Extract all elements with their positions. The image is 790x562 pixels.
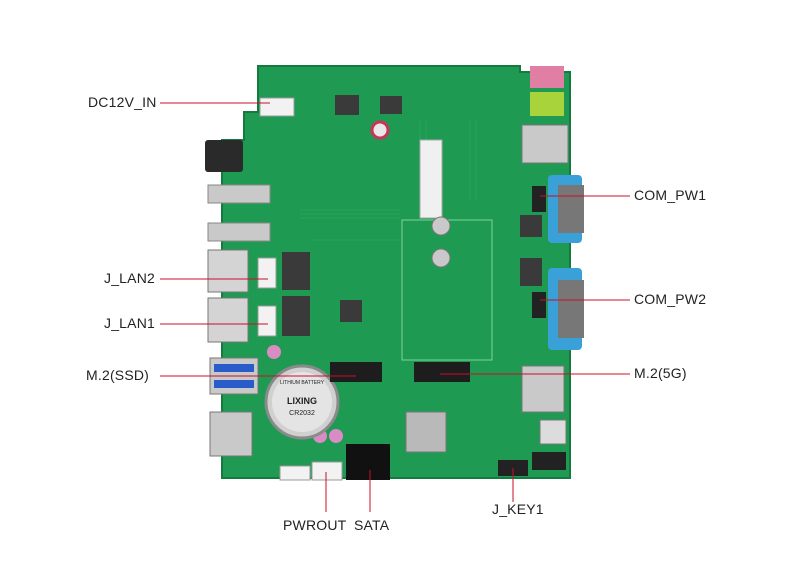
small-chip-2 — [380, 96, 402, 114]
capacitor-top — [370, 120, 390, 140]
coin-cell-battery-inner — [272, 372, 332, 432]
main-chip — [405, 411, 447, 453]
mount-post-1 — [431, 216, 451, 236]
com-port-1-body — [558, 185, 584, 233]
m2-5g-slot — [414, 362, 470, 382]
small-chip-4 — [520, 258, 542, 286]
label-sticker — [419, 139, 443, 219]
m2-ssd-slot — [330, 362, 382, 382]
lan2-header — [257, 257, 277, 289]
label-m2-5g: M.2(5G) — [634, 365, 687, 381]
com-pw1-header — [532, 186, 546, 212]
pwrout-connector — [311, 461, 343, 481]
label-sata: SATA — [354, 517, 390, 533]
lan1-header — [257, 305, 277, 337]
lan-port-1 — [207, 297, 249, 343]
usb-port-top-2 — [207, 222, 271, 242]
label-m2-ssd: M.2(SSD) — [86, 367, 150, 383]
pwrout-connector-2 — [279, 465, 311, 481]
label-com-pw2: COM_PW2 — [634, 291, 707, 307]
usb3-port-blue-2 — [214, 380, 254, 388]
small-chip-5 — [520, 215, 542, 237]
sata-connector — [346, 444, 390, 480]
capacitor-pink-3 — [329, 429, 343, 443]
dc12v-in-connector — [259, 97, 295, 117]
com-pw2-header — [532, 292, 546, 318]
audio-jack-green — [530, 92, 564, 116]
audio-jack-pink — [530, 66, 564, 88]
lan-port-right — [521, 365, 565, 413]
label-dc12v-in: DC12V_IN — [88, 94, 157, 110]
usb-port-top-1 — [207, 184, 271, 204]
battery-model-text: CR2032 — [289, 410, 315, 417]
leader-lines — [160, 102, 630, 512]
dc-jack — [205, 140, 243, 172]
battery-note-text: LITHIUM BATTERY — [280, 380, 325, 386]
chip-lan1 — [282, 296, 310, 336]
mount-post-2 — [431, 248, 451, 268]
usb-port-right — [521, 124, 569, 164]
capacitor-pink-1 — [267, 345, 281, 359]
power-button — [539, 419, 567, 445]
label-j-lan1: J_LAN1 — [104, 315, 156, 331]
chip-lan2 — [282, 252, 310, 290]
label-com-pw1: COM_PW1 — [634, 187, 707, 203]
small-chip-1 — [335, 95, 359, 115]
com-port-2-body — [558, 280, 584, 338]
label-pwrout: PWROUT — [283, 517, 347, 533]
header-right — [532, 452, 566, 470]
label-j-lan2: J_LAN2 — [104, 270, 156, 286]
usb-port-bottom — [209, 411, 253, 457]
usb3-port-blue — [214, 364, 254, 372]
battery-brand-text: LIXING — [287, 396, 317, 406]
lan-port-2 — [207, 249, 249, 293]
label-j-key1: J_KEY1 — [492, 501, 544, 517]
small-chip-3 — [340, 300, 362, 322]
